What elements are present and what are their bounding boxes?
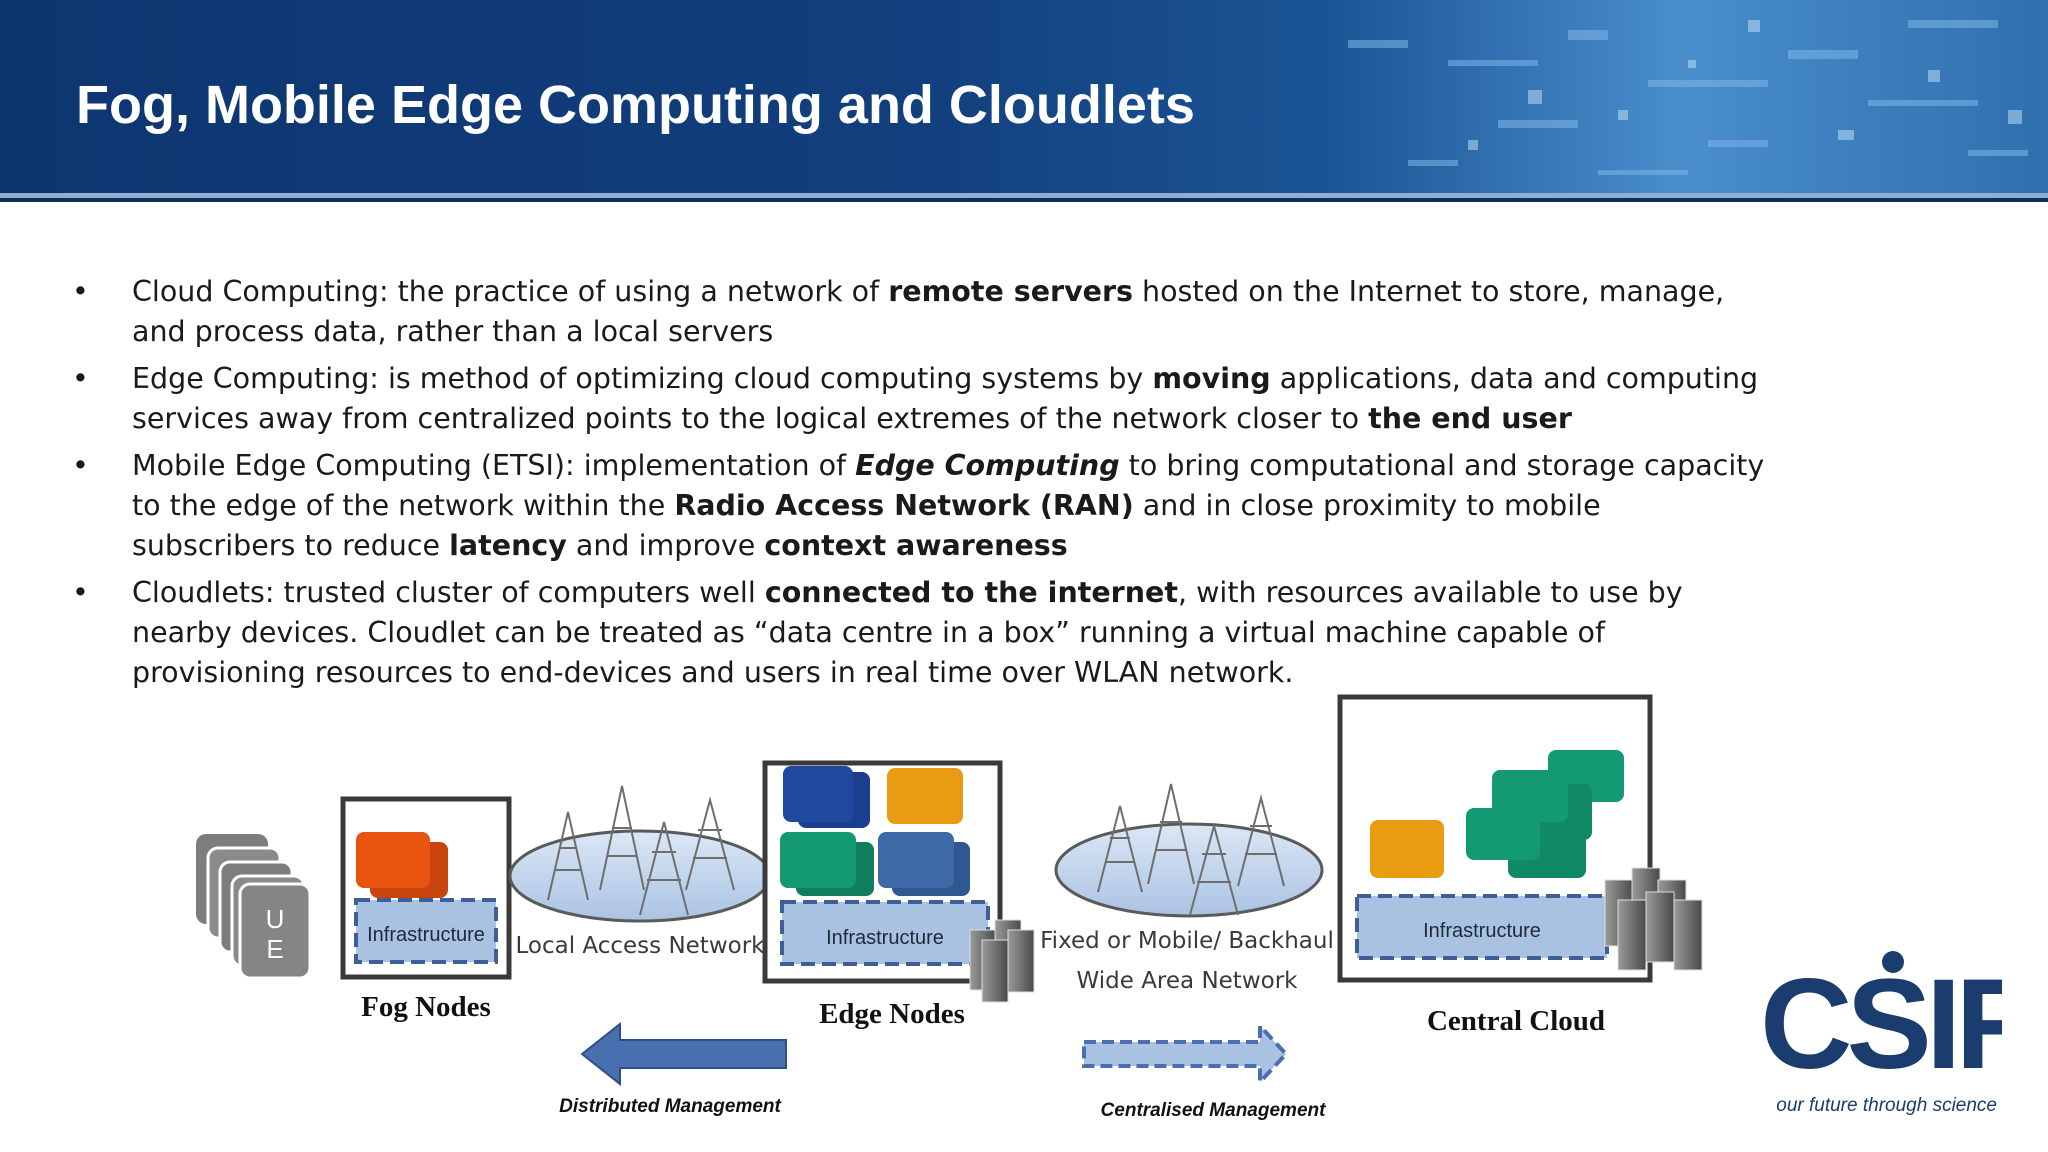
- centralised-management-label: Centralised Management: [1101, 1100, 1327, 1121]
- bullet-text-run: Radio Access Network (RAN): [674, 489, 1134, 522]
- cloud-infra-label: Infrastructure: [1423, 920, 1541, 942]
- bullet-item: • Cloud Computing: the practice of using …: [70, 272, 1770, 352]
- bullet-text-run: connected to the internet: [764, 576, 1178, 609]
- bullet-text-run: Edge Computing: is method of optimizing …: [132, 362, 1153, 395]
- bullet-item: • Edge Computing: is method of optimizing…: [70, 359, 1770, 439]
- central-cloud-caption: Central Cloud: [1427, 1005, 1605, 1037]
- edge-vm-teal: [780, 832, 856, 888]
- local-access-network: Local Access Network: [508, 785, 772, 959]
- bullet-list: • Cloud Computing: the practice of using …: [70, 272, 1770, 700]
- bullet-marker: •: [72, 576, 89, 609]
- bullet-text-run: the end user: [1368, 402, 1572, 435]
- bullet-item: • Mobile Edge Computing (ETSI): implement…: [70, 446, 1770, 566]
- slide-title: Fog, Mobile Edge Computing and Cloudlets: [76, 75, 1195, 135]
- bullet-item: • Cloudlets: trusted cluster of computers…: [70, 573, 1770, 693]
- bullet-text-run: and in close proximity to mobile subscri…: [132, 489, 1601, 562]
- bullet-text-run: , with resources available to use by nea…: [132, 576, 1683, 689]
- bullet-text-run: remote servers: [888, 275, 1133, 308]
- bullet-text-run: latency: [449, 529, 567, 562]
- csir-logo: CSIR our future through science: [1760, 951, 2002, 1116]
- edge-infra-label: Infrastructure: [826, 927, 944, 949]
- centralised-management-arrow: [1082, 1020, 1289, 1088]
- fog-node-box: Infrastructure: [340, 796, 512, 980]
- computing-tiers-diagram: U E Infrastructure Fog Nodes Local Acces…: [196, 694, 1703, 1121]
- bullet-text-run: and improve: [566, 529, 765, 562]
- ue-label-top: U: [266, 904, 285, 934]
- bullet-marker: •: [72, 362, 89, 395]
- central-cloud-box: Infrastructure: [1337, 694, 1653, 983]
- bullet-text-run: Mobile Edge Computing (ETSI): implementa…: [132, 449, 856, 482]
- bullet-text-run: to bring computational and storage capac…: [132, 449, 1765, 522]
- header-pixel-texture: [1348, 20, 2028, 175]
- bullet-text-run: Cloudlets: trusted cluster of computers …: [132, 576, 765, 609]
- slide-header: Fog, Mobile Edge Computing and Cloudlets: [0, 0, 2048, 197]
- wide-area-network: Fixed or Mobile/ Backhaul Wide Area Netw…: [1040, 783, 1334, 994]
- bullet-marker: •: [72, 275, 89, 308]
- csir-tagline: our future through science: [1776, 1095, 1997, 1116]
- wan-caption-line1: Fixed or Mobile/ Backhaul: [1040, 928, 1334, 954]
- edge-vm-blue: [783, 766, 853, 822]
- fog-infrastructure: [354, 898, 498, 964]
- bullet-text-run: applications, data and computing service…: [132, 362, 1759, 435]
- edge-vm-steel: [878, 832, 954, 888]
- edge-nodes-caption: Edge Nodes: [819, 998, 965, 1030]
- header-divider-dark: [0, 198, 2048, 202]
- distributed-management-arrow: [580, 1021, 787, 1087]
- bullet-text-run: Edge Computing: [855, 449, 1120, 482]
- fog-vm-front: [356, 832, 430, 888]
- header-divider-light: [0, 193, 2048, 198]
- bullet-text-run: Cloud Computing: the practice of using a…: [132, 275, 889, 308]
- cloud-vm-teal-5: [1466, 808, 1540, 860]
- csir-logo-dot: [1882, 951, 1904, 973]
- cloud-server-rack-icon: [1604, 867, 1703, 971]
- edge-server-rack-icon: [969, 919, 1035, 1003]
- fog-infra-label: Infrastructure: [367, 924, 485, 946]
- cloud-vm-amber: [1370, 820, 1444, 878]
- ue-label-bottom: E: [266, 934, 283, 964]
- wan-caption-line2: Wide Area Network: [1077, 968, 1299, 994]
- distributed-management-label: Distributed Management: [559, 1096, 781, 1117]
- edge-node-box: Infrastructure: [762, 760, 1003, 984]
- bullet-text-run: moving: [1152, 362, 1271, 395]
- ue-device-stack: U E: [196, 834, 312, 980]
- fog-nodes-caption: Fog Nodes: [361, 991, 491, 1023]
- edge-vm-amber: [887, 768, 963, 824]
- bullet-text-run: hosted on the Internet to store, manage,…: [132, 275, 1725, 348]
- lan-caption: Local Access Network: [515, 933, 765, 959]
- bullet-marker: •: [72, 449, 89, 482]
- bullet-text-run: context awareness: [764, 529, 1068, 562]
